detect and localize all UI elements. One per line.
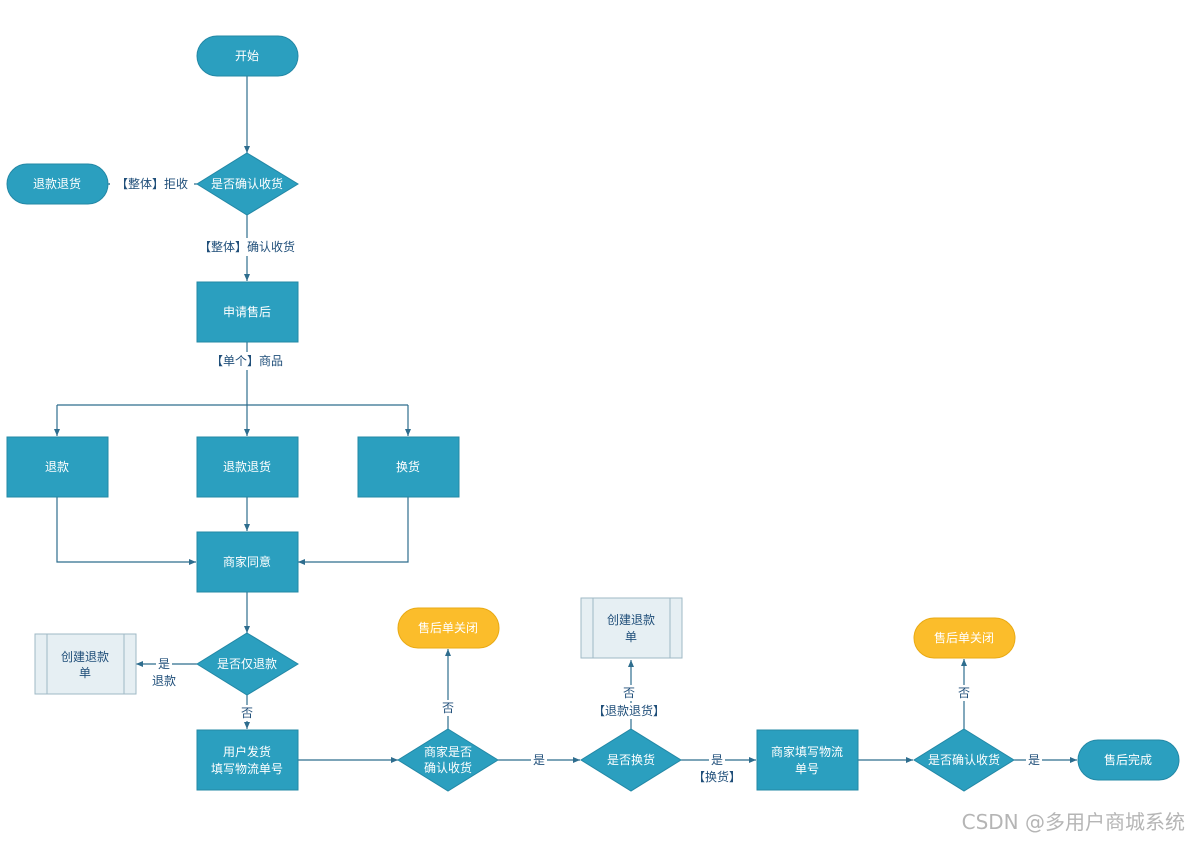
decision-merchant-confirm-label-line1: 商家是否 [424,744,472,759]
label-no-3: 否 [958,686,970,700]
node-exchange: 换货 [357,436,460,498]
decision-is-exchange-label: 是否换货 [607,752,655,767]
node-merchant-fill-label-line1: 商家填写物流 [771,744,843,759]
node-refund-return: 退款退货 [196,436,299,498]
node-refund-return-label: 退款退货 [223,459,271,474]
decision-is-exchange: 是否换货 [580,728,682,792]
node-refund-label: 退款 [45,460,69,474]
watermark: CSDN @多用户商城系统 [961,810,1185,834]
node-start: 开始 [196,35,299,77]
subprocess-create-refund-1: 创建退款 单 [34,633,137,695]
node-close-2-label: 售后单关闭 [934,630,994,645]
decision-confirm-receipt-label: 是否确认收货 [211,176,283,191]
node-refund-return-terminal-label: 退款退货 [33,176,81,191]
node-merchant-agree: 商家同意 [196,531,299,593]
label-yes-refund-line2: 退款 [152,674,176,688]
node-done-label: 售后完成 [1104,752,1152,767]
node-exchange-label: 换货 [396,459,420,474]
node-close-2: 售后单关闭 [913,617,1016,659]
label-no-1: 否 [241,706,253,720]
node-user-ship-label-line1: 用户发货 [223,744,271,759]
label-no-refund-return-line2: 【退款退货】 [593,703,665,718]
label-single: 【单个】商品 [211,353,283,368]
node-apply-after-sale: 申请售后 [196,281,299,343]
node-merchant-fill-label-line2: 单号 [795,762,819,776]
edge-exchange-to-agree [298,497,409,565]
label-yes-1: 是 [533,753,545,767]
subprocess-create-refund-1-label-line1: 创建退款 [61,650,109,664]
subprocess-create-refund-2-label-line2: 单 [625,630,637,644]
label-no-refund-return-line1: 否 [623,686,635,700]
label-yes-2: 是 [1028,753,1040,767]
decision-only-refund: 是否仅退款 [196,632,299,696]
edge-labels: 【整体】拒收 【整体】确认收货 【单个】商品 是 退款 否 否 是 否 【退款退… [110,175,1042,784]
node-close-1-label: 售后单关闭 [418,620,478,635]
node-merchant-agree-label: 商家同意 [223,554,271,569]
node-done: 售后完成 [1077,739,1180,781]
subprocess-create-refund-2: 创建退款 单 [580,597,683,659]
decision-merchant-confirm: 商家是否 确认收货 [397,728,499,792]
node-refund-return-terminal: 退款退货 [6,163,109,205]
subprocess-create-refund-2-label-line1: 创建退款 [607,613,655,627]
node-close-1: 售后单关闭 [397,607,500,649]
node-user-ship-label-line2: 填写物流单号 [211,762,283,776]
decision-merchant-confirm-label-line2: 确认收货 [424,760,472,775]
label-yes-exchange-line2: 【换货】 [693,769,741,784]
decision-confirm-receipt: 是否确认收货 [196,152,299,216]
node-refund: 退款 [6,436,109,498]
node-merchant-fill: 商家填写物流 单号 [756,729,859,791]
edge-refund-to-agree [56,497,196,565]
decision-user-confirm: 是否确认收货 [913,728,1015,792]
node-user-ship: 用户发货 填写物流单号 [196,729,299,791]
label-no-2: 否 [442,701,454,715]
decision-user-confirm-label: 是否确认收货 [928,752,1000,767]
label-reject: 【整体】拒收 [116,176,188,191]
node-start-label: 开始 [235,49,259,63]
decision-only-refund-label: 是否仅退款 [217,657,277,671]
subprocess-create-refund-1-label-line2: 单 [79,666,91,680]
label-yes-refund-line1: 是 [158,657,170,671]
label-yes-exchange-line1: 是 [711,753,723,767]
node-apply-after-sale-label: 申请售后 [223,304,271,319]
label-accept: 【整体】确认收货 [199,239,295,254]
